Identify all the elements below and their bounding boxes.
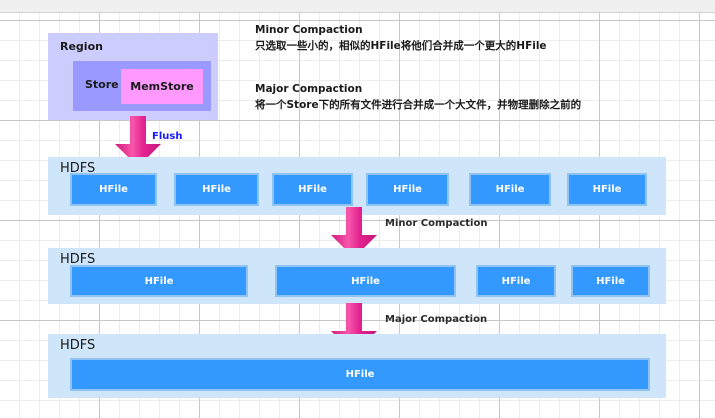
hfile-label: HFile xyxy=(592,184,622,195)
memstore-label: MemStore xyxy=(130,80,194,93)
hfile-box[interactable]: HFile xyxy=(571,265,650,297)
hfile-label: HFile xyxy=(495,184,525,195)
region-label: Region xyxy=(60,40,103,53)
note-minor-compaction: Minor Compaction 只选取一些小的，相似的HFile将他们合并成一… xyxy=(255,24,547,53)
minor-compaction-arrow xyxy=(330,207,378,259)
hfile-label: HFile xyxy=(99,184,128,195)
hdfs-label-2: HDFS xyxy=(60,252,96,267)
hfile-label: HFile xyxy=(345,369,375,380)
hfile-box[interactable]: HFile xyxy=(272,173,353,206)
note-major-title-real: Major Compaction xyxy=(255,83,363,95)
hfile-box[interactable]: HFile xyxy=(70,265,248,297)
minor-compaction-label: Minor Compaction xyxy=(385,218,488,229)
hfile-box[interactable]: HFile xyxy=(70,173,157,206)
store-box: Store MemStore xyxy=(73,61,211,111)
hfile-box[interactable]: HFile xyxy=(174,173,259,206)
hdfs-panel-1: HDFS HFile HFile HFile HFile HFile HFile xyxy=(48,157,666,215)
major-compaction-label: Major Compaction xyxy=(385,314,488,325)
hfile-label: HFile xyxy=(393,184,422,195)
flush-arrow xyxy=(114,116,162,168)
note-minor-body: 只选取一些小的，相似的HFile将他们合并成一个更大的HFile xyxy=(255,40,547,52)
flush-label: Flush xyxy=(152,131,183,142)
region-box: Region Store MemStore xyxy=(48,33,218,120)
hfile-box[interactable]: HFile xyxy=(476,265,556,297)
hfile-label: HFile xyxy=(351,275,380,287)
hdfs-label-1: HDFS xyxy=(60,161,96,176)
hfile-box[interactable]: HFile xyxy=(469,173,551,206)
hfile-box[interactable]: HFile xyxy=(70,358,650,391)
hfile-label: HFile xyxy=(596,275,625,287)
hdfs-panel-2: HDFS HFile HFile HFile HFile xyxy=(48,248,666,304)
hfile-label: HFile xyxy=(298,184,327,195)
hfile-label: HFile xyxy=(202,184,231,195)
top-bar xyxy=(0,0,715,13)
hfile-box[interactable]: HFile xyxy=(567,173,647,206)
memstore-box: MemStore xyxy=(121,69,203,104)
store-label: Store xyxy=(85,78,119,91)
hfile-box[interactable]: HFile xyxy=(275,265,456,297)
hdfs-label-3: HDFS xyxy=(60,338,96,353)
note-major-body: 将一个Store下的所有文件进行合并成一个大文件，并物理删除之前的 xyxy=(255,99,582,111)
note-minor-title: Minor Compaction xyxy=(255,24,363,36)
hfile-label: HFile xyxy=(501,275,531,287)
note-major-compaction: Minor Compaction Major Compaction 将一个Sto… xyxy=(255,83,581,112)
hdfs-panel-3: HDFS HFile xyxy=(48,334,666,398)
hfile-box[interactable]: HFile xyxy=(366,173,449,206)
hfile-label: HFile xyxy=(144,275,174,287)
